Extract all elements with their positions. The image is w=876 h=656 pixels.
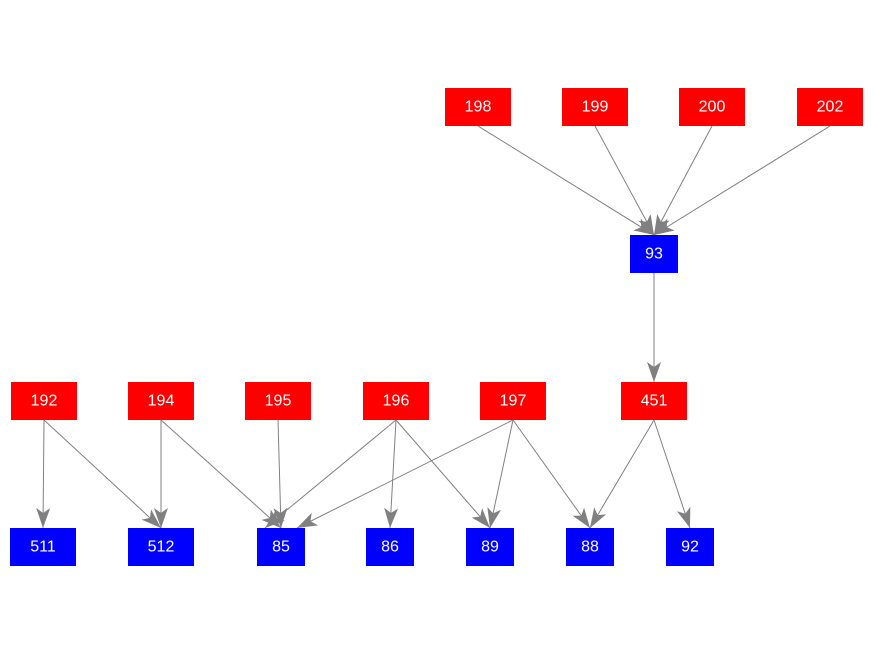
node-label: 86 bbox=[381, 539, 399, 556]
edge-196-to-85 bbox=[264, 419, 397, 529]
node-box[interactable] bbox=[562, 88, 628, 126]
node-93[interactable]: 93 bbox=[630, 235, 678, 273]
node-box[interactable] bbox=[466, 528, 514, 566]
node-199[interactable]: 199 bbox=[562, 88, 628, 126]
node-86[interactable]: 86 bbox=[366, 528, 414, 566]
edge-192-to-511 bbox=[36, 419, 51, 529]
node-195[interactable]: 195 bbox=[245, 382, 311, 420]
node-label: 192 bbox=[31, 393, 58, 410]
node-box[interactable] bbox=[797, 88, 863, 126]
edge-196-to-86 bbox=[384, 419, 399, 529]
edge-198-to-93 bbox=[477, 125, 655, 236]
node-box[interactable] bbox=[245, 382, 311, 420]
edge-197-to-89 bbox=[487, 419, 514, 529]
node-89[interactable]: 89 bbox=[466, 528, 514, 566]
node-box[interactable] bbox=[679, 88, 745, 126]
node-label: 511 bbox=[30, 539, 56, 556]
node-label: 88 bbox=[581, 539, 599, 556]
node-label: 92 bbox=[681, 539, 699, 556]
node-label: 200 bbox=[699, 99, 726, 116]
edge-194-to-85 bbox=[160, 419, 282, 529]
node-label: 197 bbox=[500, 393, 527, 410]
edge-196-to-89 bbox=[395, 419, 491, 529]
edge-199-to-93 bbox=[594, 125, 655, 236]
edge-200-to-93 bbox=[653, 125, 713, 236]
edges bbox=[36, 125, 831, 529]
node-label: 199 bbox=[582, 99, 609, 116]
edge-202-to-93 bbox=[653, 125, 831, 236]
node-box[interactable] bbox=[666, 528, 714, 566]
node-box[interactable] bbox=[621, 382, 687, 420]
node-85[interactable]: 85 bbox=[257, 528, 305, 566]
node-box[interactable] bbox=[366, 528, 414, 566]
node-202[interactable]: 202 bbox=[797, 88, 863, 126]
edge-451-to-92 bbox=[653, 419, 691, 529]
node-512[interactable]: 512 bbox=[128, 528, 194, 566]
node-box[interactable] bbox=[11, 382, 77, 420]
node-194[interactable]: 194 bbox=[128, 382, 194, 420]
node-label: 194 bbox=[148, 393, 175, 410]
node-box[interactable] bbox=[10, 528, 76, 566]
node-box[interactable] bbox=[363, 382, 429, 420]
edge-197-to-85 bbox=[296, 419, 514, 529]
node-451[interactable]: 451 bbox=[621, 382, 687, 420]
node-88[interactable]: 88 bbox=[566, 528, 614, 566]
node-box[interactable] bbox=[128, 528, 194, 566]
node-label: 89 bbox=[481, 539, 499, 556]
node-92[interactable]: 92 bbox=[666, 528, 714, 566]
node-box[interactable] bbox=[257, 528, 305, 566]
edge-451-to-88 bbox=[589, 419, 655, 529]
node-197[interactable]: 197 bbox=[480, 382, 546, 420]
edge-192-to-512 bbox=[43, 419, 162, 529]
node-198[interactable]: 198 bbox=[445, 88, 511, 126]
node-label: 85 bbox=[272, 539, 290, 556]
node-label: 198 bbox=[465, 99, 492, 116]
edge-195-to-85 bbox=[273, 419, 288, 529]
node-box[interactable] bbox=[445, 88, 511, 126]
node-192[interactable]: 192 bbox=[11, 382, 77, 420]
nodes: 198 199 200 202 93 192 194 195 196 197 451 511 512 85… bbox=[10, 88, 863, 566]
node-label: 93 bbox=[645, 246, 663, 263]
node-box[interactable] bbox=[630, 235, 678, 273]
node-box[interactable] bbox=[566, 528, 614, 566]
node-196[interactable]: 196 bbox=[363, 382, 429, 420]
edge-197-to-88 bbox=[512, 419, 591, 529]
node-label: 451 bbox=[641, 393, 668, 410]
node-label: 202 bbox=[817, 99, 844, 116]
node-511[interactable]: 511 bbox=[10, 528, 76, 566]
node-label: 512 bbox=[148, 539, 175, 556]
node-200[interactable]: 200 bbox=[679, 88, 745, 126]
node-label: 195 bbox=[265, 393, 292, 410]
node-box[interactable] bbox=[128, 382, 194, 420]
node-box[interactable] bbox=[480, 382, 546, 420]
node-label: 196 bbox=[383, 393, 410, 410]
